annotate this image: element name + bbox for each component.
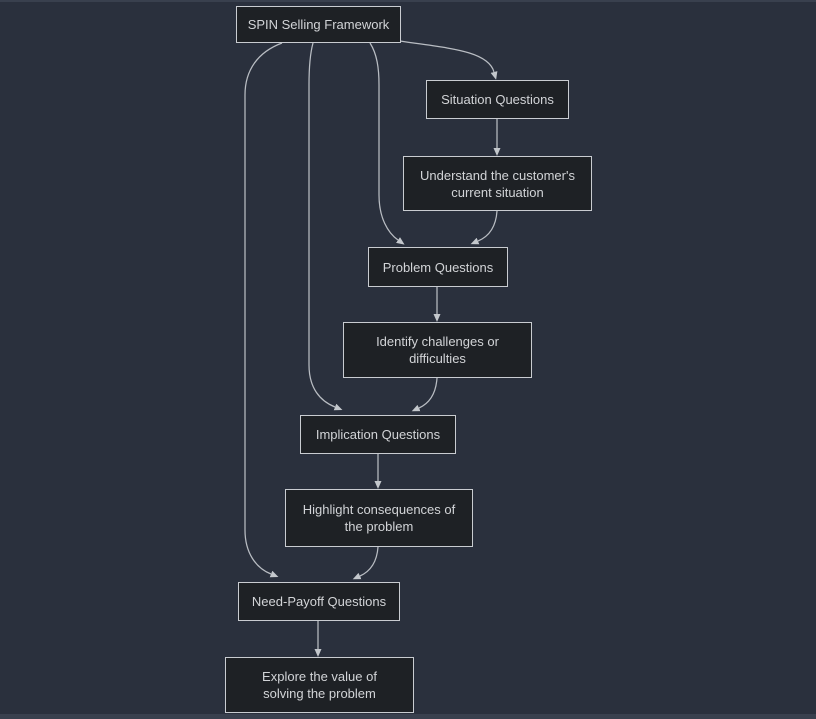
node-label-line1: Explore the value of [262, 669, 377, 684]
node-label-line2: current situation [451, 184, 544, 200]
node-label: Need-Payoff Questions [251, 594, 387, 609]
node-label: Situation Questions [441, 92, 554, 107]
bottom-divider [0, 714, 816, 719]
edge-root-problem [369, 42, 405, 245]
node-label-line1: Highlight consequences of [302, 502, 456, 517]
node-implication-description: Highlight consequences of the problem [285, 489, 473, 547]
node-label-line2: difficulties [409, 351, 466, 366]
node-situation-questions: Situation Questions [426, 80, 569, 119]
node-label: SPIN Selling Framework [247, 17, 390, 32]
node-label: Implication Questions [315, 427, 441, 442]
node-need-payoff-questions: Need-Payoff Questions [238, 582, 400, 621]
node-need-payoff-description: Explore the value of solving the problem [225, 657, 414, 713]
edge-root-situation [399, 40, 498, 80]
edge-situationdesc-problem [470, 210, 498, 245]
node-situation-description: Understand the customer's current situat… [403, 156, 592, 211]
edge-implicationdesc-needpayoff [352, 546, 379, 580]
node-label-line2: solving the problem [263, 686, 376, 701]
node-problem-questions: Problem Questions [368, 247, 508, 287]
node-label-line1: Understand the customer's [420, 167, 575, 183]
node-implication-questions: Implication Questions [300, 415, 456, 454]
node-spin-selling-framework: SPIN Selling Framework [236, 6, 401, 43]
node-problem-description: Identify challenges or difficulties [343, 322, 532, 378]
edge-root-implication [308, 42, 343, 411]
node-label-line1: Identify challenges or [376, 334, 499, 349]
edge-root-needpayoff [244, 42, 283, 578]
node-label: Problem Questions [382, 259, 494, 275]
node-label-line2: the problem [344, 519, 414, 534]
top-divider [0, 0, 816, 2]
edge-problemdesc-implication [411, 377, 438, 412]
